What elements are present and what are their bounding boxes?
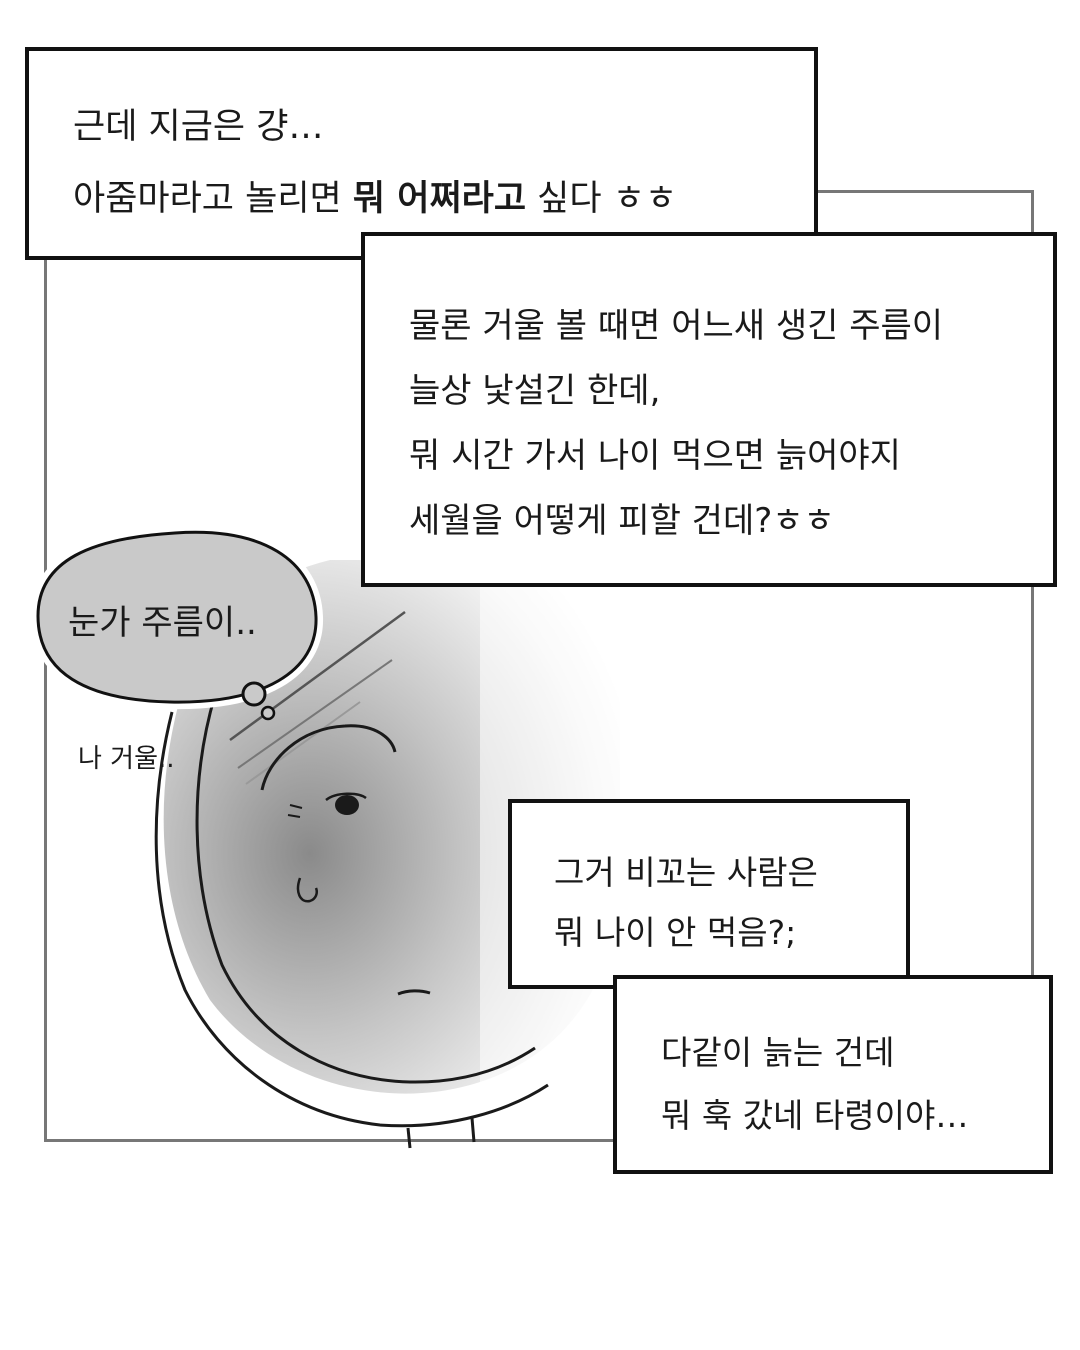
caption-top-line-2-bold: 뭐 어쩌라고 xyxy=(352,179,527,219)
caption-top-line-2-end: 싶다 ㅎㅎ xyxy=(526,179,678,219)
caption-box-right: 물론 거울 볼 때면 어느새 생긴 주름이 늘상 낯설긴 한데, 뭐 시간 가서… xyxy=(361,232,1057,587)
caption-right-line-2: 늘상 낯설긴 한데, xyxy=(409,371,661,411)
caption-middle-line-2: 뭐 나이 안 먹음?; xyxy=(554,913,797,952)
side-label: 나 거울.. xyxy=(78,744,175,774)
mirror-rim-outer xyxy=(154,711,549,1128)
caption-top-line-1: 근데 지금은 걍… xyxy=(73,107,324,147)
caption-right-line-4: 세월을 어떻게 피할 건데?ㅎㅎ xyxy=(409,501,835,541)
face-illustration xyxy=(260,724,431,996)
caption-right-line-1: 물론 거울 볼 때면 어느새 생긴 주름이 xyxy=(409,306,944,346)
caption-box-top: 근데 지금은 걍… 아줌마라고 놀리면 뭐 어쩌라고 싶다 ㅎㅎ xyxy=(25,47,818,260)
thought-bubble-text: 눈가 주름이.. xyxy=(68,603,257,643)
caption-middle-line-1: 그거 비꼬는 사람은 xyxy=(554,853,818,892)
caption-bottom-line-1: 다같이 늙는 건데 xyxy=(661,1033,895,1072)
caption-box-middle: 그거 비꼬는 사람은 뭐 나이 안 먹음?; xyxy=(508,799,910,989)
caption-right-line-3: 뭐 시간 가서 나이 먹으면 늙어야지 xyxy=(409,436,901,476)
mirror-rim-inner xyxy=(195,694,536,1084)
caption-top-line-2-plain: 아줌마라고 놀리면 xyxy=(73,179,353,219)
caption-bottom-line-2: 뭐 훅 갔네 타령이야… xyxy=(661,1096,969,1135)
caption-top-line-2: 아줌마라고 놀리면 뭐 어쩌라고 싶다 ㅎㅎ xyxy=(73,163,814,235)
caption-box-bottom: 다같이 늙는 건데 뭐 훅 갔네 타령이야… xyxy=(613,975,1053,1174)
thought-bubble-icon xyxy=(30,525,324,721)
